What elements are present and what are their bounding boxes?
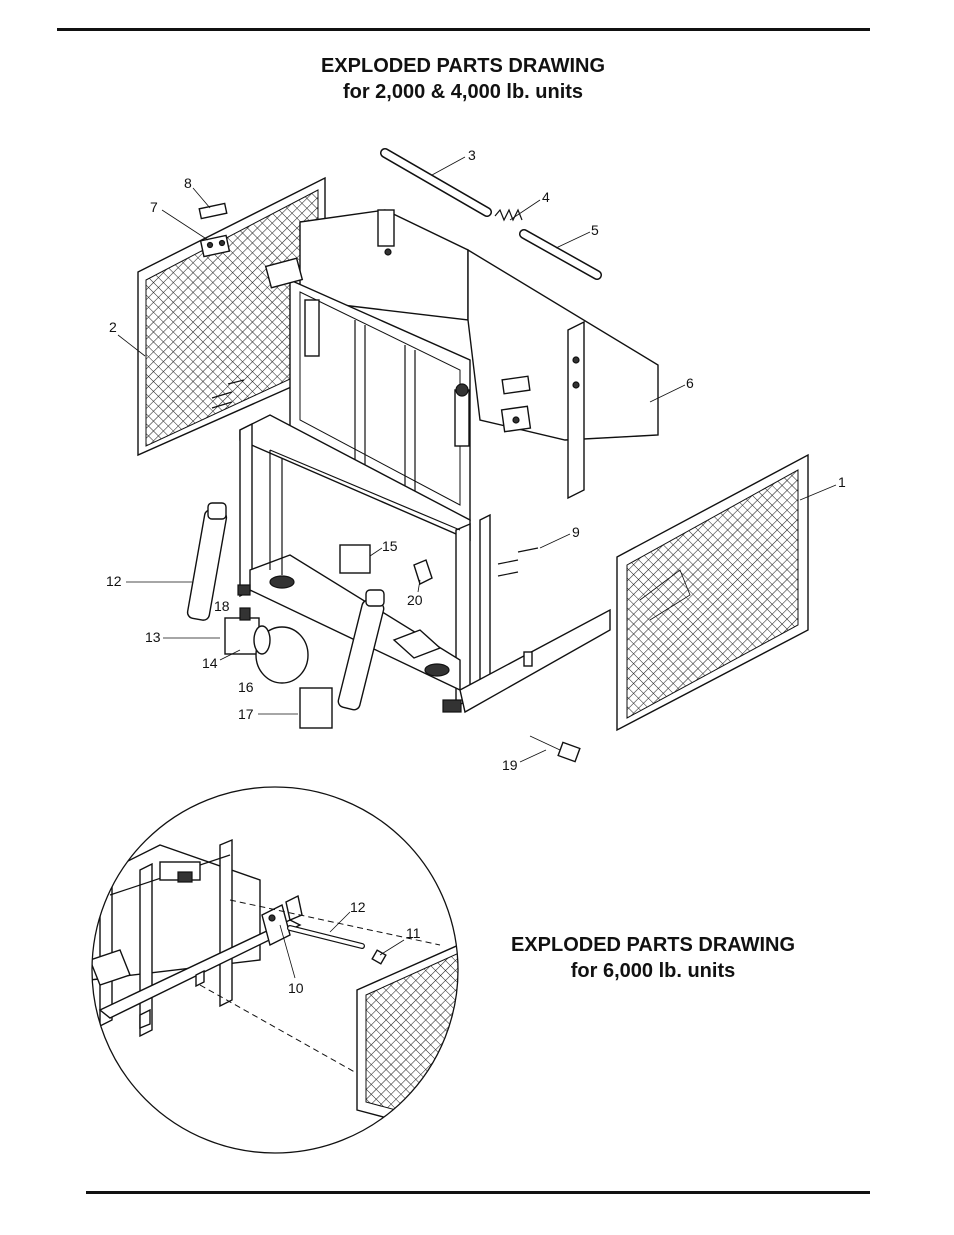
bottom-rule [86,1191,870,1194]
callout-3: 3 [468,147,476,163]
callout-numbers-detail: 10 11 12 [288,899,421,996]
callout-6: 6 [686,375,694,391]
small-brackets [198,202,231,258]
callout-12: 12 [106,573,122,589]
main-frame [289,278,471,522]
rod-assembly [380,148,602,280]
bottom-title-line2: for 6,000 lb. units [570,960,736,982]
pump-motor [224,607,309,684]
detail-circle [91,786,459,1154]
hinge-plates [264,257,532,433]
base-frame [237,414,611,714]
right-channel [567,320,585,500]
callout-12-detail: 12 [350,899,366,915]
bottom-title-line1: EXPLODED PARTS DRAWING [510,934,796,956]
top-title-line1: EXPLODED PARTS DRAWING [320,55,606,77]
callout-13: 13 [145,629,161,645]
bottom-diagram-title: EXPLODED PARTS DRAWING for 6,000 lb. uni… [453,932,853,984]
callout-16: 16 [238,679,254,695]
callout-18: 18 [214,598,230,614]
leader-lines-detail [279,911,405,979]
electrical-boxes [299,544,581,763]
callout-11: 11 [406,925,421,941]
callout-19: 19 [502,757,518,773]
callout-15: 15 [382,538,398,554]
callout-14: 14 [202,655,218,671]
upper-post [377,209,395,256]
callout-17: 17 [238,706,254,722]
callout-2: 2 [109,319,117,335]
callout-7: 7 [150,199,158,215]
callout-20: 20 [407,592,423,608]
leader-lines-top [117,156,837,763]
callout-8: 8 [184,175,192,191]
left-mesh-panel [137,176,326,457]
callout-4: 4 [542,189,550,205]
hydraulic-cylinders [186,502,385,711]
right-mesh-panel [616,453,809,732]
top-diagram-title: EXPLODED PARTS DRAWING for 2,000 & 4,000… [263,53,663,105]
callout-5: 5 [591,222,599,238]
callout-10: 10 [288,980,304,996]
bolts [211,379,539,577]
callout-9: 9 [572,524,580,540]
top-title-line2: for 2,000 & 4,000 lb. units [342,81,584,103]
callout-numbers-top: 1 2 3 4 5 6 7 8 9 12 13 14 15 16 17 18 1… [106,147,846,773]
top-rule [57,28,870,31]
callout-1: 1 [838,474,846,490]
